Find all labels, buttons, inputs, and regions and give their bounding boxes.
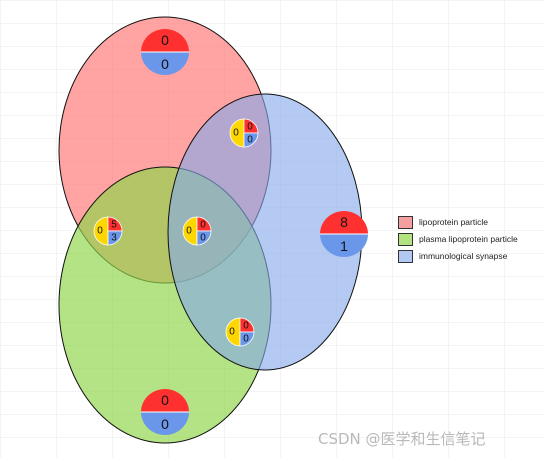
legend: lipoprotein particle plasma lipoprotein … bbox=[398, 214, 518, 265]
legend-item-immunological: immunological synapse bbox=[398, 248, 518, 264]
region-pie: 05 3 bbox=[93, 216, 123, 246]
pie-slice-left bbox=[229, 118, 245, 148]
region-pie: 000 bbox=[225, 317, 255, 347]
pie-value-top: 5 bbox=[111, 220, 117, 231]
watermark: CSDN @医学和生信笔记 bbox=[318, 430, 486, 448]
pie-value-top: 8 bbox=[340, 214, 348, 230]
pie-value-bottom: 0 bbox=[200, 233, 206, 244]
legend-label: plasma lipoprotein particle bbox=[419, 234, 518, 244]
pie-slice-bottom bbox=[141, 52, 189, 75]
region-pie: 00 bbox=[141, 29, 189, 75]
pie-value-top: 0 bbox=[161, 32, 169, 48]
pie-value-bottom: 1 bbox=[340, 238, 348, 254]
pie-value-left: 0 bbox=[229, 327, 235, 338]
pie-slice-bottom bbox=[107, 230, 123, 246]
pie-value-left: 0 bbox=[233, 128, 239, 139]
pie-slice-top bbox=[141, 29, 189, 52]
region-pie: 00 bbox=[141, 389, 189, 435]
pie-value-top: 0 bbox=[243, 321, 249, 332]
pie-value-top: 0 bbox=[161, 392, 169, 408]
pie-slice-left bbox=[93, 216, 109, 246]
pie-value-bottom: 0 bbox=[161, 416, 169, 432]
pie-value-left: 0 bbox=[97, 226, 103, 237]
pie-slice-left bbox=[182, 216, 198, 246]
pie-slice-bottom bbox=[320, 234, 368, 257]
legend-swatch bbox=[398, 249, 413, 263]
pie-value-bottom: 0 bbox=[161, 56, 169, 72]
pie-slice-bottom bbox=[243, 132, 259, 148]
pie-slice-bottom bbox=[239, 331, 255, 347]
legend-item-lipoprotein: lipoprotein particle bbox=[398, 214, 518, 230]
pie-value-top: 0 bbox=[247, 122, 253, 133]
legend-item-plasma: plasma lipoprotein particle bbox=[398, 231, 518, 247]
pie-value-bottom: 0 bbox=[243, 334, 249, 345]
pie-value-left: 0 bbox=[186, 226, 192, 237]
region-pie: 81 bbox=[320, 211, 368, 257]
region-pie: 000 bbox=[182, 216, 212, 246]
pie-slice-bottom bbox=[141, 412, 189, 435]
pie-value-bottom: 3 bbox=[111, 233, 117, 244]
legend-label: lipoprotein particle bbox=[419, 217, 488, 227]
legend-swatch bbox=[398, 232, 413, 246]
pie-slice-top bbox=[141, 389, 189, 412]
legend-swatch bbox=[398, 215, 413, 229]
pie-slice-left bbox=[225, 317, 241, 347]
pie-slice-top bbox=[320, 211, 368, 234]
pie-slice-bottom bbox=[196, 230, 212, 246]
pie-value-bottom: 0 bbox=[247, 135, 253, 146]
pie-value-top: 0 bbox=[200, 220, 206, 231]
legend-label: immunological synapse bbox=[419, 251, 508, 261]
region-pie: 000 bbox=[229, 118, 259, 148]
